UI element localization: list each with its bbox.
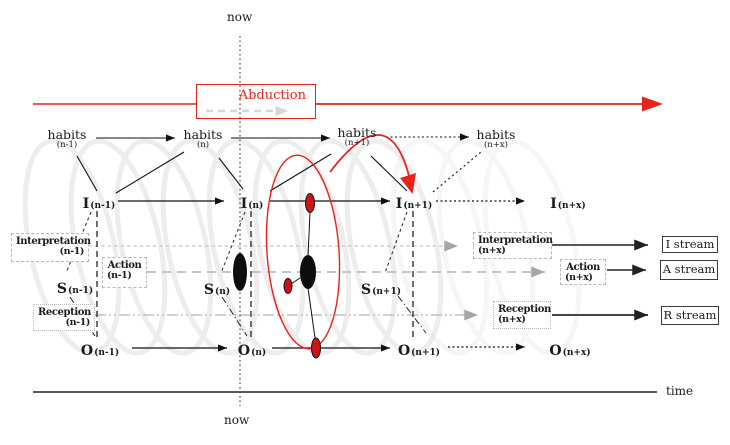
action-box-n-1: Action (n-1): [102, 257, 147, 288]
now-label-bottom: now: [224, 413, 250, 427]
stream-lines: [88, 240, 545, 321]
node-I-n+1: I(n+1): [396, 193, 432, 212]
node-O-n: O(n): [238, 340, 266, 359]
node-sub: (n+1): [403, 201, 433, 211]
node-text: S: [203, 282, 215, 298]
node-sub: (n): [215, 287, 231, 297]
box-sub: (n-1): [65, 317, 91, 329]
node-text: O: [397, 343, 411, 359]
o-red-dot: [311, 337, 321, 359]
box-title: Reception: [38, 307, 91, 318]
node-dots: [233, 193, 321, 359]
action-box-n+x: Action (n+x): [560, 259, 606, 285]
i-stream-box: I stream: [662, 236, 718, 253]
s-next-dot: [300, 255, 316, 289]
node-sub: (n-1): [90, 201, 116, 211]
o-row-arrows: [132, 343, 525, 352]
reception-box-n+x: Reception (n+x): [493, 301, 551, 329]
s-now-dot: [233, 253, 247, 291]
node-O-n-1: O(n-1): [81, 340, 119, 359]
node-text: I: [395, 196, 403, 212]
node-text: S: [56, 281, 68, 297]
node-sub: (n+1): [372, 287, 401, 297]
stream-label: I stream: [665, 237, 715, 251]
r-stream-box: R stream: [661, 306, 719, 325]
node-text: I: [240, 196, 248, 212]
node-S-n+1: S(n+1): [361, 279, 401, 298]
stream-label: R stream: [663, 308, 717, 322]
box-sub: (n-1): [59, 246, 85, 258]
now-label-top: now: [227, 10, 253, 24]
node-sub: (n): [248, 201, 264, 211]
reception-box-n-1: Reception (n-1): [33, 304, 95, 331]
habits-n+x: habits (n+x): [477, 128, 516, 150]
a-stream-box: A stream: [660, 260, 718, 280]
node-I-n-1: I(n-1): [83, 193, 116, 212]
box-sub: (n-1): [107, 270, 132, 282]
box-sub: (n+x): [498, 314, 526, 326]
node-sub: (n): [251, 348, 267, 358]
habits-sub: (n): [196, 139, 210, 150]
red-curve-arrowhead: [400, 173, 416, 194]
habits-n+1: habits (n+1): [338, 126, 377, 148]
habits-n-1: habits (n-1): [48, 128, 87, 150]
box-title: Interpretation: [16, 236, 91, 247]
interpretation-box-n+x: Interpretation (n+x): [473, 232, 553, 259]
habits-n: habits (n): [184, 128, 223, 150]
node-sub: (n+x): [557, 201, 586, 211]
box-title: Reception: [498, 304, 551, 315]
side-red-dot: [283, 278, 293, 294]
node-sub: (n+x): [562, 348, 591, 358]
box-title: Action: [107, 260, 142, 271]
node-text: O: [80, 343, 94, 359]
node-O-n+x: O(n+x): [549, 340, 590, 359]
habits-text: habits: [183, 127, 223, 142]
node-sub: (n-1): [68, 286, 94, 296]
i-red-dot: [305, 193, 315, 213]
habits-arrows: [76, 133, 482, 194]
habits-sub: (n+x): [483, 139, 509, 150]
node-O-n+1: O(n+1): [398, 340, 440, 359]
box-title: Interpretation: [478, 235, 553, 246]
habits-sub: (n+1): [344, 137, 370, 148]
box-sub: (n+x): [478, 245, 506, 257]
stream-label: A stream: [662, 262, 716, 276]
red-arrowhead: [642, 96, 663, 112]
box-title: Action: [566, 262, 600, 273]
abduction-timeline: [33, 96, 663, 116]
node-text: O: [237, 343, 251, 359]
node-text: O: [549, 343, 562, 359]
box-sub: (n+x): [565, 272, 593, 284]
node-sub: (n+1): [411, 348, 441, 358]
node-I-n+x: I(n+x): [550, 193, 586, 212]
time-label: time: [666, 384, 694, 398]
node-text: I: [550, 196, 557, 212]
habits-text: habits: [47, 127, 87, 142]
habits-text: habits: [337, 125, 377, 140]
node-S-n: S(n): [204, 279, 230, 298]
habits-text: habits: [476, 127, 516, 142]
node-text: S: [361, 282, 372, 298]
node-I-n: I(n): [241, 193, 264, 212]
stream-box-arrows: [552, 239, 648, 321]
red-semiosis-loop: [265, 134, 410, 350]
abduction-box: Abduction: [196, 84, 316, 119]
abduction-label: Abduction: [238, 88, 306, 103]
habits-sub: (n-1): [56, 139, 78, 150]
node-text: I: [82, 196, 90, 212]
node-sub: (n-1): [94, 348, 120, 358]
interpretation-box-n-1: Interpretation (n-1): [11, 233, 91, 262]
node-S-n-1: S(n-1): [57, 278, 93, 297]
